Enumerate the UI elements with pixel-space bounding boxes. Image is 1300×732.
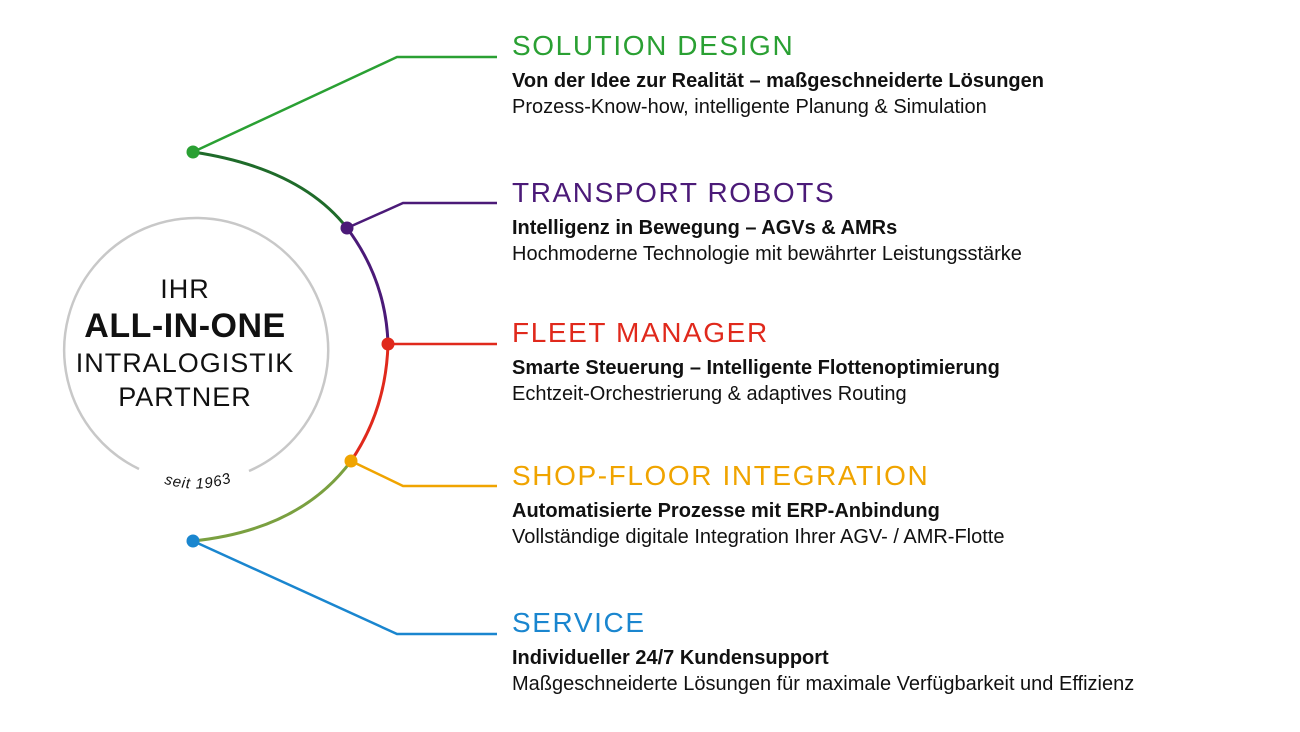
item-title: FLEET MANAGER (512, 317, 769, 348)
item-subtitle: Automatisierte Prozesse mit ERP-Anbindun… (512, 500, 940, 522)
item-description: Maßgeschneiderte Lösungen für maximale V… (512, 673, 1135, 695)
arc-segment-transport-fleet (345, 227, 390, 345)
connector-shop-floor (350, 459, 497, 488)
item-title: SHOP-FLOOR INTEGRATION (512, 460, 930, 491)
partner-label: IHR ALL-IN-ONE INTRALOGISTIK PARTNER (55, 272, 315, 414)
item-description: Prozess-Know-how, intelligente Planung &… (512, 96, 987, 118)
item-description: Hochmoderne Technologie mit bewährter Le… (512, 243, 1022, 265)
item-solution-design: SOLUTION DESIGN Von der Idee zur Realitä… (512, 30, 1292, 120)
item-title: SERVICE (512, 607, 646, 638)
item-service: SERVICE Individueller 24/7 Kundensupport… (512, 607, 1292, 697)
partner-label-line4: PARTNER (118, 382, 252, 412)
item-shop-floor-integration: SHOP-FLOOR INTEGRATION Automatisierte Pr… (512, 460, 1292, 550)
node-shop-floor (344, 454, 358, 468)
item-fleet-manager: FLEET MANAGER Smarte Steuerung – Intelli… (512, 317, 1292, 407)
item-title: SOLUTION DESIGN (512, 30, 795, 61)
since-text: seit 1963 (163, 470, 234, 493)
node-solution-design (186, 145, 200, 159)
connector-service (192, 539, 497, 636)
item-description: Vollständige digitale Integration Ihrer … (512, 526, 1005, 548)
arc-segment-shopfloor-service (192, 460, 353, 543)
node-fleet-manager (381, 337, 395, 351)
connector-transport-robots (346, 201, 497, 230)
item-transport-robots: TRANSPORT ROBOTS Intelligenz in Bewegung… (512, 177, 1292, 267)
partner-label-line2: ALL-IN-ONE (84, 307, 286, 345)
arc-segment-fleet-shopfloor (349, 343, 390, 462)
item-title: TRANSPORT ROBOTS (512, 177, 836, 208)
partner-label-line3: INTRALOGISTIK (75, 348, 295, 378)
partner-ring (63, 216, 330, 473)
item-description: Echtzeit-Orchestrierung & adaptives Rout… (512, 383, 907, 405)
partner-label-line1: IHR (160, 274, 210, 304)
item-subtitle: Individueller 24/7 Kundensupport (512, 647, 829, 669)
item-subtitle: Smarte Steuerung – Intelligente Flotteno… (512, 357, 1000, 379)
node-transport-robots (340, 221, 354, 235)
node-service (186, 534, 200, 548)
item-subtitle: Intelligenz in Bewegung – AGVs & AMRs (512, 217, 898, 239)
arc-segment-solution-transport (192, 150, 349, 229)
item-subtitle: Von der Idee zur Realität – maßgeschneid… (512, 70, 1044, 92)
connector-solution-design (192, 55, 497, 154)
